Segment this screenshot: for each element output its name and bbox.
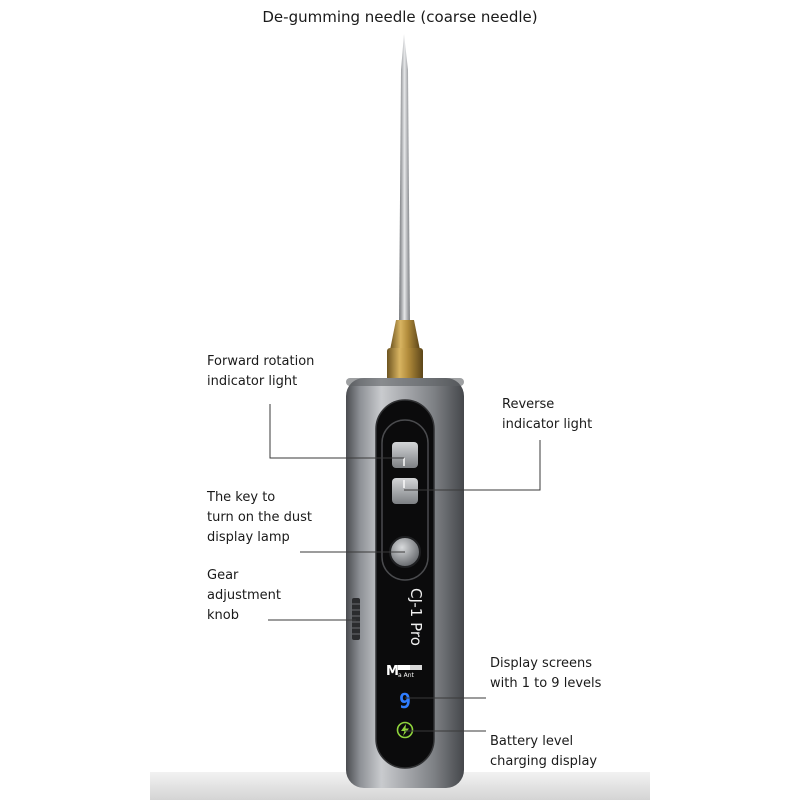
- label-battery: Battery level charging display: [490, 734, 598, 769]
- level-digit: 9: [399, 689, 411, 713]
- leader-lines: [268, 404, 541, 732]
- battery-indicator: [396, 721, 414, 739]
- gear-adjustment-knob[interactable]: [352, 598, 360, 640]
- lightning-bolt-icon: [401, 724, 409, 736]
- label-dust-key: The key to turn on the dust display lamp: [207, 490, 312, 545]
- model-label: CJ-1 Pro: [407, 588, 425, 646]
- label-needle: De-gumming needle (coarse needle): [262, 8, 538, 26]
- button-frame: [381, 419, 429, 581]
- forward-rotation-button[interactable]: [392, 442, 418, 468]
- brand-logo: M a Ant: [386, 664, 422, 679]
- label-forward-rotation: Forward rotation indicator light: [207, 354, 315, 389]
- brass-collet-base: [387, 348, 423, 382]
- svg-text:M: M: [386, 664, 399, 679]
- device-top-ring: [346, 378, 464, 386]
- label-reverse: Reverse indicator light: [502, 397, 593, 432]
- gear-knob-ridges: [352, 603, 360, 635]
- leader-forward: [269, 404, 404, 459]
- degumming-needle: [399, 34, 410, 328]
- brass-collet: [390, 320, 420, 350]
- label-gear-knob: Gear adjustment knob: [207, 568, 281, 623]
- control-panel: [375, 399, 435, 769]
- reverse-rotation-button[interactable]: [392, 478, 418, 504]
- leader-reverse: [404, 440, 541, 491]
- svg-text:a Ant: a Ant: [398, 672, 414, 679]
- label-display: Display screens with 1 to 9 levels: [490, 656, 602, 691]
